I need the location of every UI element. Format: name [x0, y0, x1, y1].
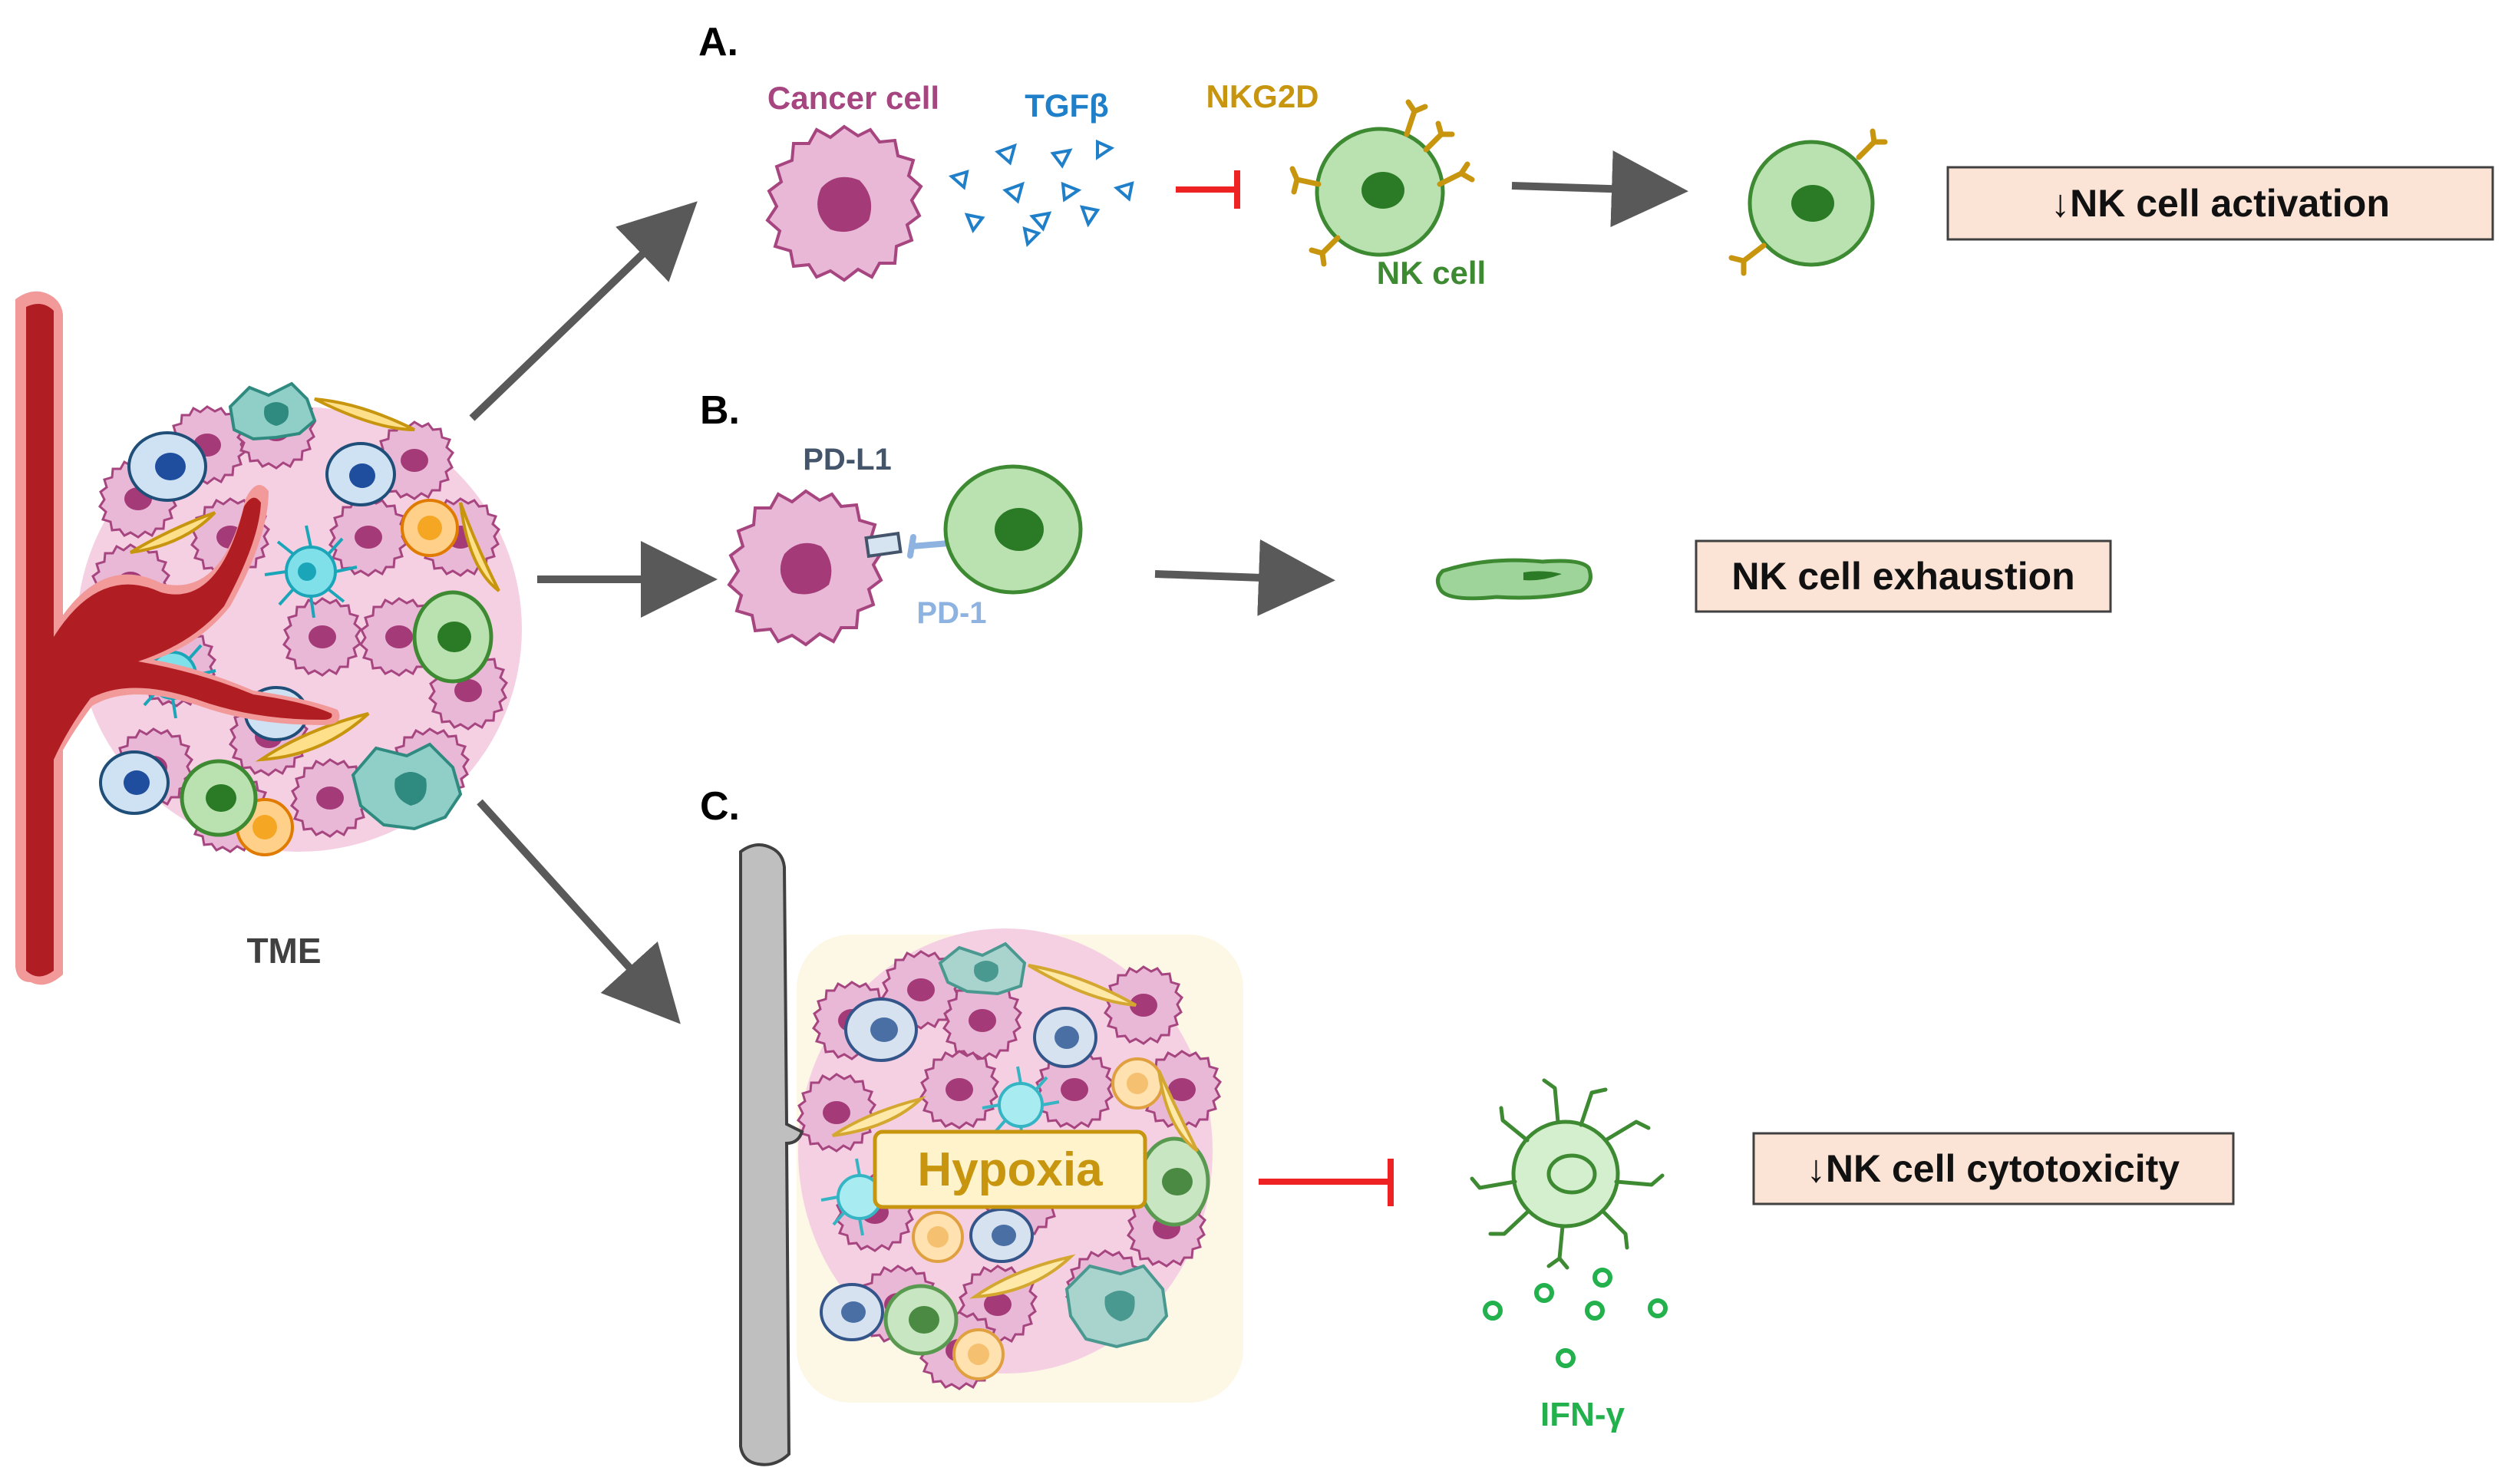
tgfb-molecules-icon [948, 139, 1134, 248]
outcome-b-box: NK cell exhaustion [1695, 539, 2112, 613]
cancer-cell-label: Cancer cell [767, 80, 939, 116]
arrow-b-result [1154, 539, 1335, 616]
activated-nk-cell-icon [1470, 1078, 1665, 1270]
outcome-a-box: ↓NK cell activation [1946, 166, 2494, 241]
panel-a-label: A. [698, 20, 738, 64]
outcome-a-text: ↓NK cell activation [2051, 182, 2390, 225]
pd-l1-ligand-icon [864, 531, 903, 559]
tgfb-label: TGFβ [1025, 87, 1109, 124]
tme-dendritic-cell [264, 525, 358, 618]
cancer-cell-icon [766, 125, 922, 282]
hypoxia-badge: Hypoxia [873, 1129, 1147, 1209]
hypoxia-inhibition-icon [1259, 1159, 1394, 1206]
tgfb-inhibition-icon [1176, 170, 1240, 209]
arrow-to-panel-a [469, 201, 698, 421]
exhausted-nk-cell-icon [1436, 558, 1592, 601]
ifn-gamma-label: IFN-γ [1540, 1396, 1625, 1433]
hypoxic-vessel-icon [739, 843, 804, 1466]
tme-label: TME [246, 931, 321, 971]
panel-c-label: C. [700, 784, 740, 829]
pd-1-receptor-icon [907, 534, 952, 559]
nk-cell-icon [1289, 99, 1475, 267]
cancer-cell-b-icon [728, 490, 884, 646]
outcome-b-text: NK cell exhaustion [1731, 555, 2074, 598]
arrow-to-panel-c [477, 799, 681, 1024]
tumor-microenvironment-icon [77, 381, 522, 856]
nkg2d-receptor-icon [1289, 99, 1475, 267]
hypoxia-label: Hypoxia [917, 1143, 1103, 1196]
outcome-c-text: ↓NK cell cytotoxicity [1807, 1147, 2180, 1190]
pd-1-label: PD-1 [916, 596, 986, 630]
outcome-c-box: ↓NK cell cytotoxicity [1752, 1132, 2235, 1205]
blood-vessel-icon [15, 291, 340, 985]
nkg2d-label: NKG2D [1206, 78, 1319, 114]
nk-cell-label: NK cell [1377, 255, 1486, 291]
nk-cell-b-icon [943, 464, 1083, 595]
pd-l1-label: PD-L1 [803, 443, 892, 477]
inactive-nk-cell-icon [1728, 128, 1888, 276]
panel-b-label: B. [700, 388, 740, 433]
arrow-a-result [1511, 150, 1688, 228]
ifn-gamma-droplets-icon [1483, 1268, 1668, 1368]
